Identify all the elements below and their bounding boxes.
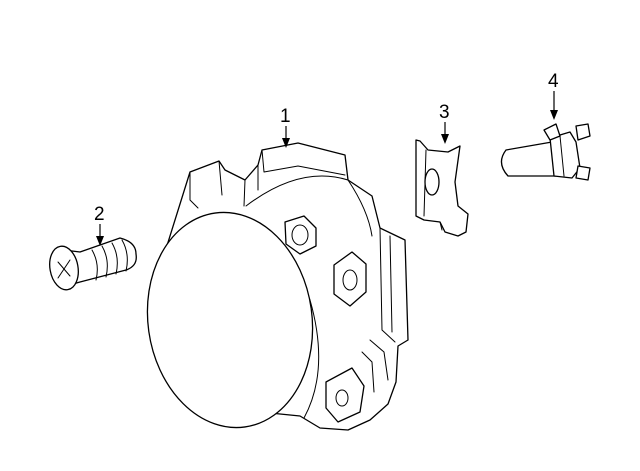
fog-lamp-assembly[interactable] bbox=[134, 142, 409, 438]
bulb[interactable] bbox=[500, 123, 591, 181]
callout-2-label: 2 bbox=[94, 204, 105, 225]
screw[interactable] bbox=[46, 237, 137, 292]
bracket[interactable] bbox=[415, 139, 469, 237]
callout-4: 4 bbox=[548, 71, 559, 120]
leader-arrow-2 bbox=[96, 236, 104, 246]
callout-2: 2 bbox=[94, 204, 105, 246]
callout-1: 1 bbox=[280, 106, 291, 148]
leader-arrow-3 bbox=[441, 134, 449, 144]
callout-1-label: 1 bbox=[280, 106, 291, 127]
callout-3: 3 bbox=[439, 102, 450, 144]
callout-3-label: 3 bbox=[439, 102, 450, 123]
leader-arrow-1 bbox=[282, 138, 290, 148]
leader-arrow-4 bbox=[550, 110, 558, 120]
callout-4-label: 4 bbox=[548, 71, 559, 92]
